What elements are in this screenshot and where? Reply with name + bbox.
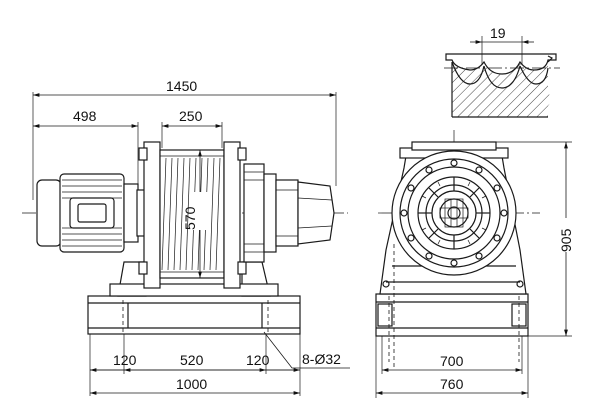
- dim-overall-length: 1450: [166, 78, 197, 94]
- dim-holes: 8-Ø32: [302, 351, 341, 367]
- dim-drum-diameter: 570: [182, 206, 198, 230]
- dim-base-middle: 520: [180, 352, 204, 368]
- side-view: 570: [22, 78, 350, 396]
- dim-motor-length: 498: [73, 108, 97, 124]
- side-bottom-dimensions: 120 520 120 1000 8-Ø32: [89, 331, 350, 396]
- drum-left-flange: [138, 141, 161, 289]
- end-bottom-dimensions: 700 760: [375, 336, 529, 398]
- drum: 570: [159, 149, 225, 279]
- gearbox: [243, 163, 335, 263]
- dim-base-side-right: 120: [246, 352, 270, 368]
- motor: [36, 173, 146, 253]
- end-base: [375, 293, 529, 362]
- end-flange: [391, 150, 517, 276]
- dim-base-length: 1000: [176, 376, 207, 392]
- drum-right-flange: [223, 141, 247, 289]
- dim-base-side-left: 120: [113, 352, 137, 368]
- dim-drum-width: 250: [179, 108, 203, 124]
- dim-height: 905: [558, 228, 574, 252]
- dim-groove-pitch: 19: [490, 25, 506, 41]
- dim-end-outer-width: 760: [440, 376, 464, 392]
- side-base-frame: [87, 295, 301, 335]
- dim-end-inner-width: 700: [440, 353, 464, 369]
- end-view: 905 700 760: [375, 130, 574, 398]
- groove-detail: 19: [444, 25, 560, 118]
- end-height-dimension: 905: [478, 141, 574, 337]
- side-top-dimensions: 1450 498 250: [32, 78, 337, 200]
